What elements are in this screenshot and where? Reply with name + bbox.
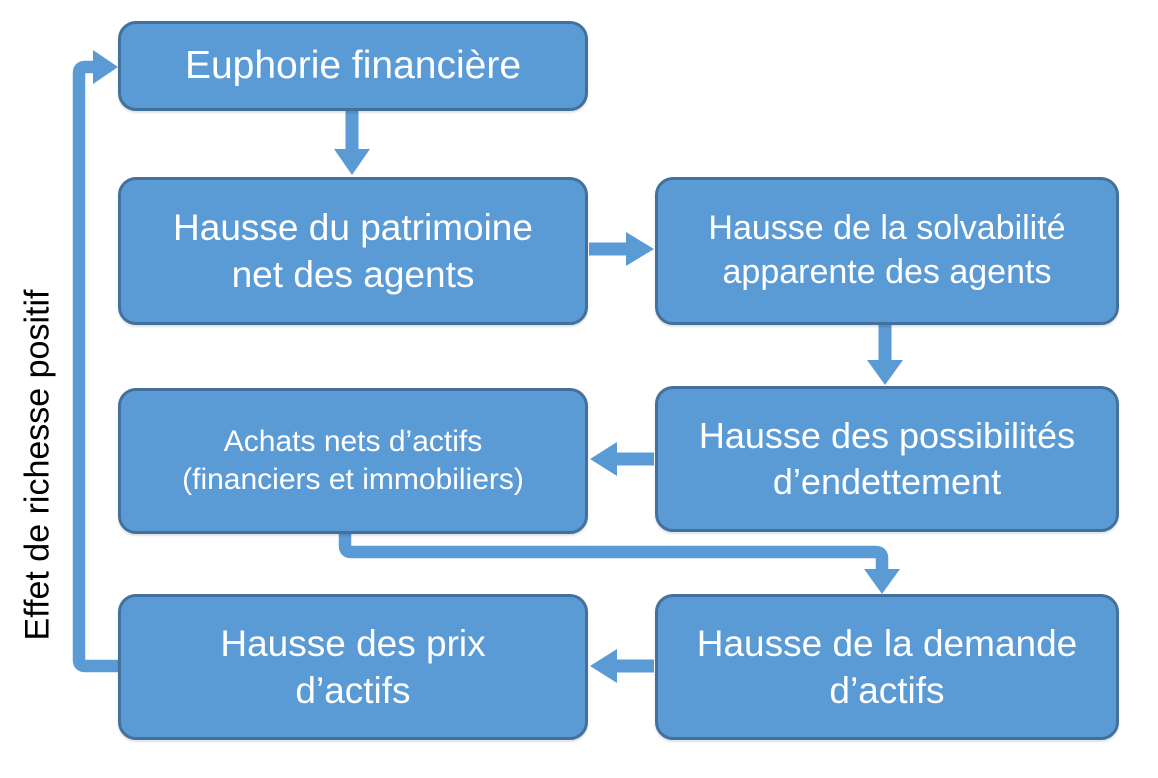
arrowhead-achats-to-demande bbox=[864, 569, 900, 594]
connector-achats-to-demande bbox=[338, 532, 889, 570]
node-label: Hausse du patrimoine net des agents bbox=[173, 206, 533, 295]
node-euphorie-financiere: Euphorie financière bbox=[118, 21, 588, 111]
node-label: Hausse des prix d’actifs bbox=[220, 622, 486, 711]
node-label: Hausse de la demande d’actifs bbox=[696, 622, 1078, 711]
node-label: Achats nets d’actifs (financiers et immo… bbox=[182, 424, 524, 496]
arrow-euphorie-to-patrimoine bbox=[334, 111, 370, 175]
connector-prix-to-euphorie bbox=[72, 60, 118, 673]
arrow-solvabilite-to-endettement bbox=[867, 324, 903, 385]
arrow-patrimoine-to-solvabilite bbox=[589, 232, 654, 266]
arrowhead-prix-to-euphorie bbox=[93, 50, 118, 84]
node-hausse-solvabilite-apparente: Hausse de la solvabilité apparente des a… bbox=[655, 177, 1119, 325]
node-hausse-prix-actifs: Hausse des prix d’actifs bbox=[118, 594, 588, 740]
node-label: Hausse des possibilités d’endettement bbox=[698, 414, 1076, 502]
node-achats-nets-actifs: Achats nets d’actifs (financiers et immo… bbox=[118, 388, 588, 534]
node-hausse-patrimoine-net: Hausse du patrimoine net des agents bbox=[118, 177, 588, 325]
arrow-endettement-to-achats bbox=[590, 442, 654, 476]
node-hausse-possibilites-endettement: Hausse des possibilités d’endettement bbox=[655, 386, 1119, 532]
node-hausse-demande-actifs: Hausse de la demande d’actifs bbox=[655, 594, 1119, 740]
loop-label-effet-de-richesse: Effet de richesse positif bbox=[18, 289, 57, 641]
arrow-demande-to-prix bbox=[590, 649, 654, 683]
node-label: Hausse de la solvabilité apparente des a… bbox=[708, 209, 1066, 291]
node-label: Euphorie financière bbox=[184, 44, 522, 88]
